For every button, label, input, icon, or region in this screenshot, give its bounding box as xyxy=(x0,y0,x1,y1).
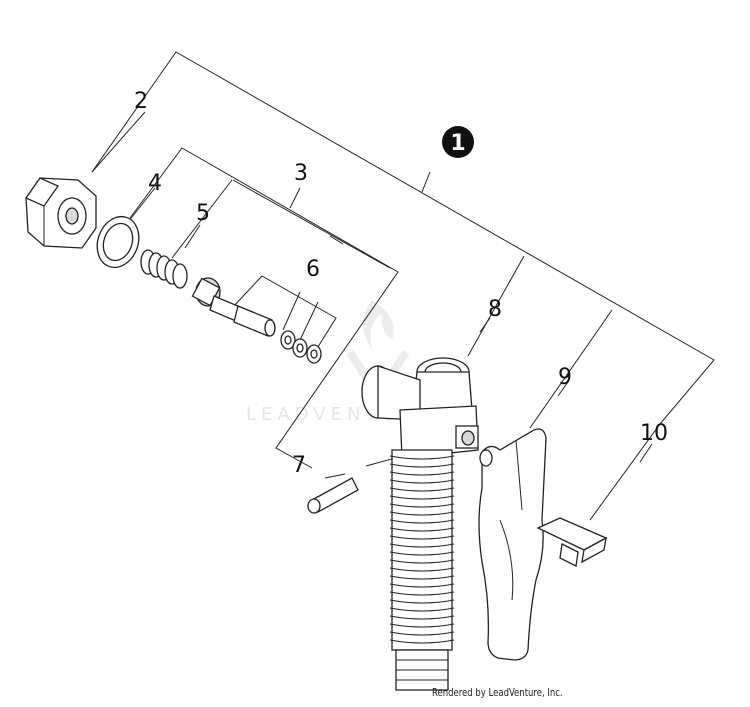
callout-10: 10 xyxy=(640,421,668,446)
callout-6: 6 xyxy=(306,257,320,282)
render-credit: Rendered by LeadVenture, Inc. xyxy=(432,686,563,699)
part-pin xyxy=(307,477,359,514)
callout-3: 3 xyxy=(294,161,308,186)
callout-7: 7 xyxy=(292,453,306,478)
callout-4: 4 xyxy=(148,171,162,196)
callout-9: 9 xyxy=(558,365,572,390)
assembly-badge-number: 1 xyxy=(450,131,465,156)
part-valve-body xyxy=(361,357,479,691)
part-hex-nut xyxy=(25,177,97,249)
part-washer xyxy=(96,215,140,269)
part-spring xyxy=(140,249,188,289)
callout-2: 2 xyxy=(134,89,148,114)
callout-8: 8 xyxy=(488,297,502,322)
assembly-badge: 1 xyxy=(442,126,474,158)
corrugated-hose xyxy=(389,449,455,651)
callout-5: 5 xyxy=(196,201,210,226)
part-lever-handle xyxy=(478,428,547,661)
part-valve-stem xyxy=(191,277,322,364)
leader-lines xyxy=(91,51,715,521)
callout-labels: 2 3 4 5 6 7 8 9 10 xyxy=(134,89,668,478)
part-clip xyxy=(536,517,608,567)
